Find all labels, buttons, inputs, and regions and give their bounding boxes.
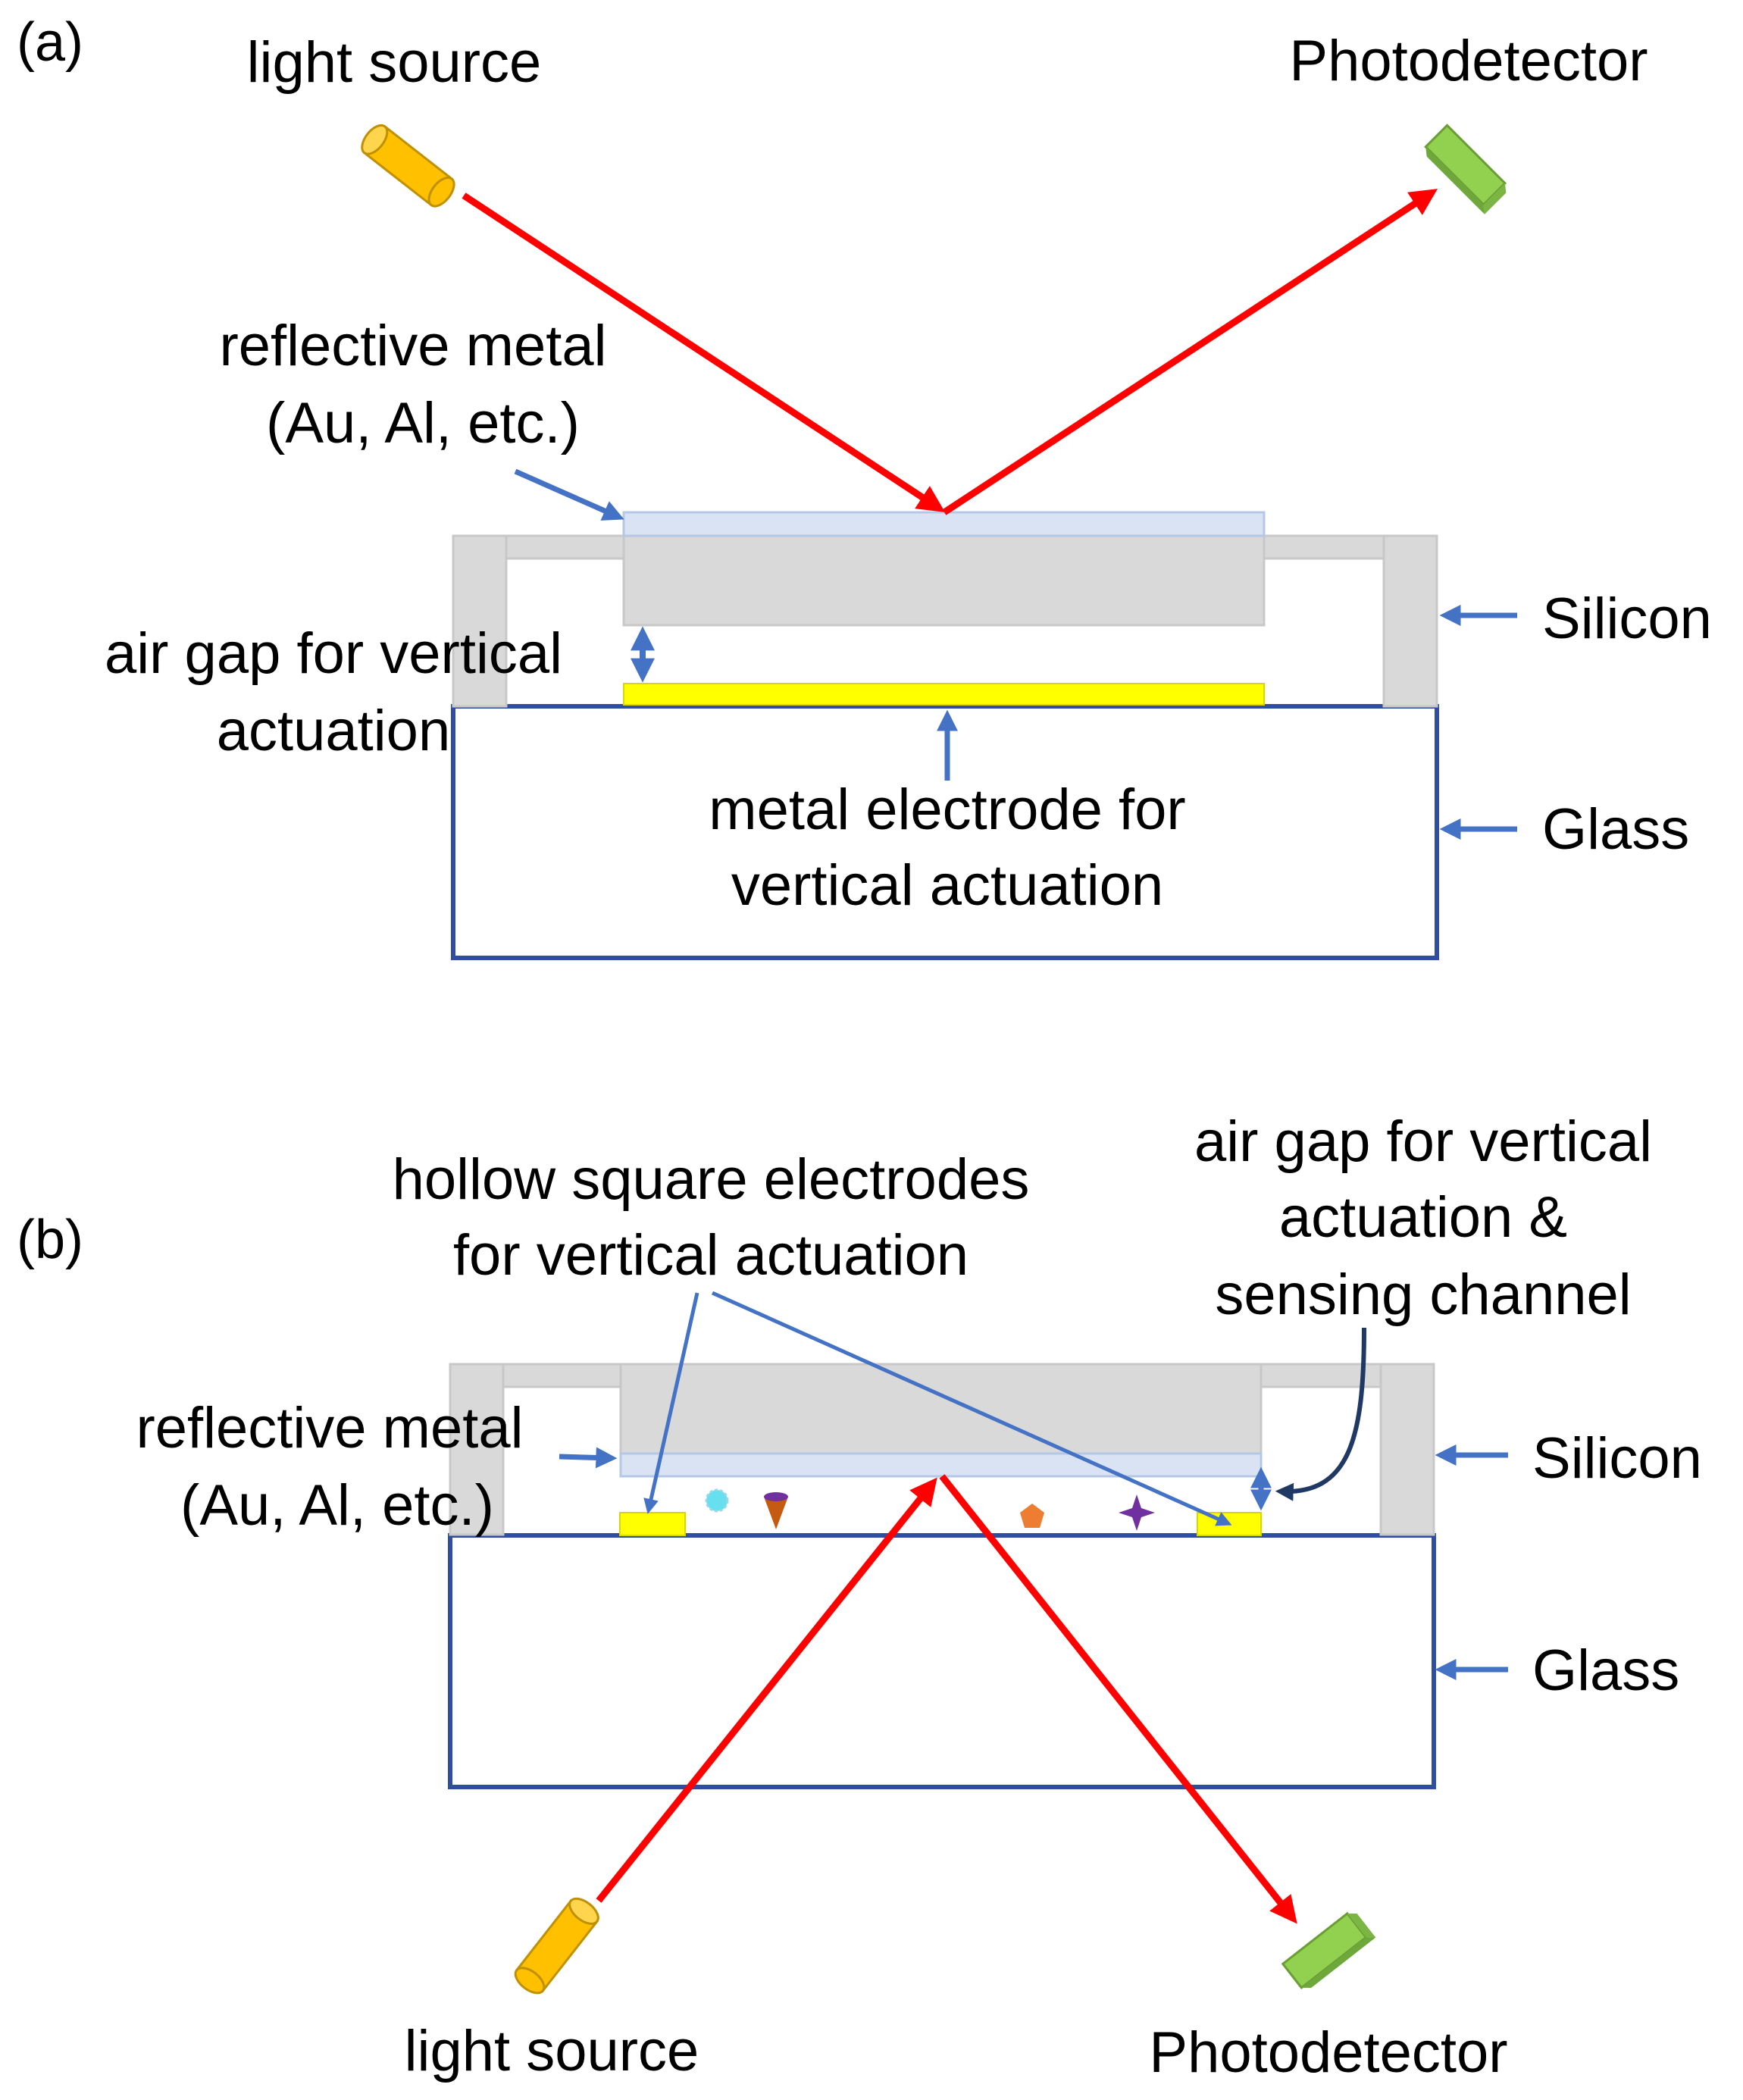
glass-label: Glass xyxy=(1532,1638,1679,1703)
silicon-label: Silicon xyxy=(1542,587,1712,651)
reflective-metal-pointer xyxy=(514,468,624,521)
panel-b: (b) xyxy=(17,1109,1702,2085)
silicon-left-beam xyxy=(505,534,625,560)
reflective-metal-label-line2: (Au, Al, etc.) xyxy=(266,391,580,455)
cone-particle-icon xyxy=(764,1492,788,1529)
reflective-metal-layer xyxy=(622,511,1266,537)
silicon-right-post xyxy=(1379,1363,1435,1536)
light-source-icon xyxy=(514,1897,599,1995)
electrode-label-line1: metal electrode for xyxy=(709,778,1185,842)
air-gap-label-line1: air gap for vertical xyxy=(1194,1109,1652,1174)
electrodes-label-line2: for vertical actuation xyxy=(453,1223,969,1288)
air-gap-label-line2: actuation & xyxy=(1279,1185,1567,1250)
silicon-structure xyxy=(449,1363,1435,1536)
left-electrode xyxy=(619,1512,686,1536)
sensing-channel-pointer xyxy=(1275,1327,1366,1501)
incident-beam xyxy=(596,1477,937,1903)
reflective-metal-layer xyxy=(619,1452,1263,1478)
metal-electrode xyxy=(623,683,1265,706)
star-particle-icon xyxy=(1119,1494,1155,1531)
left-electrode-pointer xyxy=(643,1292,699,1514)
panel-a: (a) xyxy=(17,12,1712,960)
photodetector-icon xyxy=(1424,124,1507,214)
panel-a-label: (a) xyxy=(17,12,83,73)
photodetector-label: Photodetector xyxy=(1289,29,1648,93)
glass-substrate xyxy=(448,1533,1436,1789)
light-source-icon xyxy=(361,124,455,208)
circle-particle-icon xyxy=(705,1488,729,1513)
silicon-left-post xyxy=(449,1363,505,1536)
reflected-beam xyxy=(939,1474,1297,1924)
right-electrode-pointer xyxy=(711,1291,1232,1526)
air-gap-label-line1: air gap for vertical xyxy=(105,621,562,686)
right-electrode xyxy=(1197,1512,1262,1536)
light-source-label: light source xyxy=(247,30,542,95)
electrode-label-line2: vertical actuation xyxy=(731,853,1163,918)
glass-label: Glass xyxy=(1542,797,1689,862)
electrodes-label-line1: hollow square electrodes xyxy=(393,1147,1030,1212)
reflective-metal-label-line1: reflective metal xyxy=(219,314,606,378)
silicon-membrane xyxy=(622,534,1266,627)
silicon-right-post xyxy=(1382,534,1438,708)
silicon-right-beam xyxy=(1263,534,1385,560)
panel-b-label: (b) xyxy=(17,1210,83,1270)
silicon-structure xyxy=(452,534,1438,708)
reflected-beam xyxy=(942,189,1438,515)
incident-beam xyxy=(462,192,946,512)
reflective-metal-label-line1: reflective metal xyxy=(136,1396,523,1460)
photodetector-icon xyxy=(1281,1911,1376,1989)
silicon-label: Silicon xyxy=(1532,1426,1702,1491)
reflective-metal-pointer xyxy=(559,1447,618,1469)
pentagon-particle-icon xyxy=(1020,1504,1044,1528)
silicon-left-beam xyxy=(502,1363,622,1388)
light-source-label: light source xyxy=(405,2019,699,2083)
photodetector-label: Photodetector xyxy=(1149,2020,1507,2085)
air-gap-label-line2: actuation xyxy=(217,699,450,763)
silicon-membrane xyxy=(619,1363,1263,1455)
air-gap-label-line3: sensing channel xyxy=(1215,1263,1631,1327)
reflective-metal-label-line2: (Au, Al, etc.) xyxy=(180,1473,494,1538)
silicon-left-post xyxy=(452,534,508,708)
